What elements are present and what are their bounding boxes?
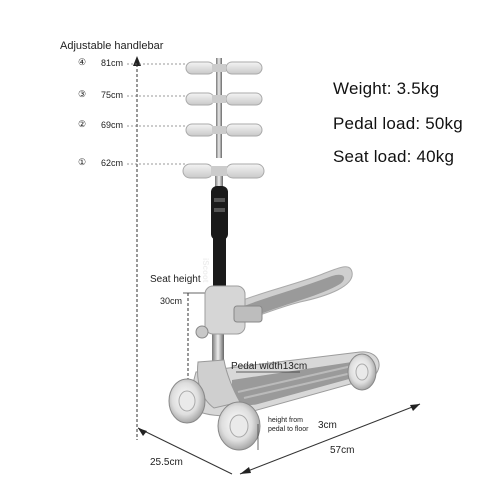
- handlebar-level-3-height: 75cm: [101, 90, 124, 100]
- handlebar-level-3-marker: ③: [78, 89, 87, 99]
- handlebar-height-axis: [127, 56, 185, 440]
- handlebar-title: Adjustable handlebar: [60, 40, 164, 52]
- spec-pedal-load: Pedal load: 50kg: [333, 114, 463, 133]
- handlebar-level-1-height: 62cm: [101, 158, 124, 168]
- pedal-clearance-label-2: pedal to floor: [268, 426, 309, 433]
- spec-seat-load: Seat load: 40kg: [333, 147, 455, 166]
- footprint-length: 57cm: [330, 445, 355, 456]
- seat-height-label: Seat height: [150, 274, 201, 285]
- handlebar-level-4-height: 81cm: [101, 58, 124, 68]
- stem: [211, 176, 228, 390]
- spec-weight: Weight: 3.5kg: [333, 79, 440, 98]
- seat-height-value: 30cm: [160, 296, 183, 306]
- seat: [195, 266, 353, 339]
- pedal-clearance-label-1: height from: [268, 417, 304, 424]
- pedal-width-label: Pedal width13cm: [231, 361, 308, 372]
- deck: [187, 351, 380, 417]
- footprint-width: 25.5cm: [150, 457, 183, 468]
- brand-text: iScoot: [201, 258, 210, 283]
- handlebar-level-2-height: 69cm: [101, 120, 124, 130]
- footprint-lines: [137, 403, 421, 475]
- handlebar-level-1-marker: ①: [78, 157, 87, 167]
- wheels: [168, 353, 377, 451]
- handlebar-level-2-marker: ②: [78, 119, 87, 129]
- pedal-clearance-value: 3cm: [318, 420, 337, 431]
- handlebar-level-4-marker: ④: [78, 57, 87, 67]
- handlebar-grips: [182, 58, 265, 179]
